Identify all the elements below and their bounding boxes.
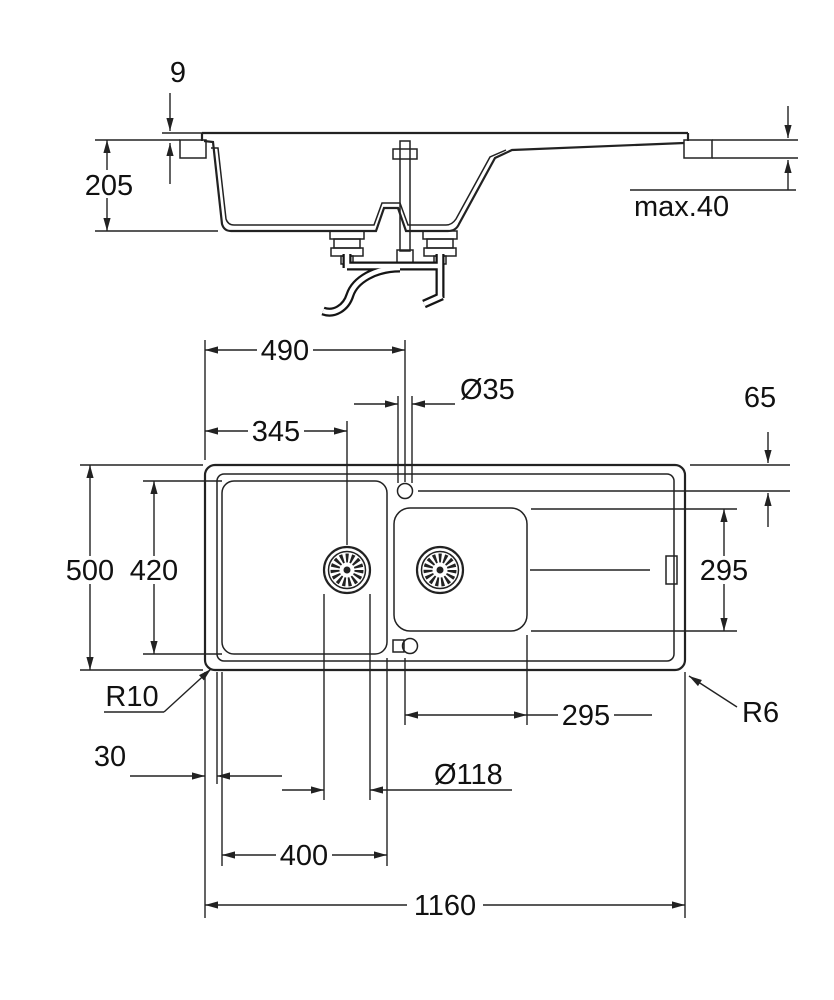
dim-overall-width-label: 500 [66, 555, 114, 587]
main-bowl [393, 507, 528, 632]
dim-drain-from-left-label: 345 [252, 416, 300, 448]
dim-drainer-length: 295 [405, 700, 652, 732]
dim-drain-from-left: 345 [205, 416, 347, 448]
dim-total-depth-label: 205 [85, 170, 133, 202]
overflow-pipe [392, 140, 418, 264]
popup-knob [401, 637, 419, 655]
dim-main-bowl-width: 295 [696, 509, 752, 631]
dim-total-depth: 205 [80, 140, 138, 231]
dim-corner-left-label: R10 [105, 681, 158, 713]
dim-rim-height: 9 [166, 57, 186, 184]
dim-overall-length: 1160 [205, 890, 685, 922]
countertop-left-cut [179, 139, 207, 159]
dim-corner-right-label: R6 [742, 697, 779, 729]
countertop-right-cut [683, 139, 713, 159]
dim-max-counter-label: max.40 [634, 191, 729, 223]
dim-rim-inset: 30 [94, 741, 282, 780]
drain-piping [321, 254, 445, 317]
section-extension-lines [95, 132, 798, 232]
dim-drainer-length-label: 295 [562, 700, 610, 732]
sink-rim-profile [200, 131, 690, 141]
dim-rim-height-label: 9 [170, 57, 186, 89]
dim-bowl-section-width: 420 [126, 481, 182, 654]
dim-rim-inset-label: 30 [94, 741, 126, 773]
dim-bowl-section-width-label: 420 [130, 555, 178, 587]
dim-tap-from-left-label: 490 [261, 335, 309, 367]
dim-tap-from-top-label: 65 [744, 382, 776, 414]
drain-right [415, 545, 465, 595]
dim-corner-right: R6 [688, 675, 779, 729]
section-view: 9 205 max.40 [80, 57, 798, 317]
plan-view: 490 Ø35 65 345 500 4 [62, 335, 790, 922]
small-bowl [221, 480, 388, 655]
dim-overall-length-label: 1160 [414, 890, 476, 922]
dim-tap-from-left: 490 [205, 335, 405, 367]
dim-bowl-section-length: 400 [222, 840, 387, 872]
bowl-profile [203, 139, 685, 233]
dim-bowl-section-length-label: 400 [280, 840, 328, 872]
dim-tap-hole-label: Ø35 [460, 374, 515, 406]
strainer-left [329, 230, 365, 265]
sink-rim-inner [216, 473, 675, 662]
dim-corner-left: R10 [104, 668, 212, 713]
dim-overall-width: 500 [62, 465, 118, 670]
sink-outline [203, 463, 687, 672]
dim-tap-hole: Ø35 [354, 374, 515, 408]
dim-main-bowl-width-label: 295 [700, 555, 748, 587]
tap-hole [396, 482, 414, 500]
dim-drain-diameter: Ø118 [282, 759, 512, 794]
dim-max-counter: max.40 [634, 106, 792, 223]
drain-left [322, 545, 372, 595]
overflow-slot [665, 555, 678, 585]
dim-drain-diameter-label: Ø118 [434, 759, 503, 791]
dim-tap-from-top: 65 [744, 382, 776, 527]
popup-detail [392, 639, 405, 653]
plan-extension-lines [80, 340, 790, 918]
